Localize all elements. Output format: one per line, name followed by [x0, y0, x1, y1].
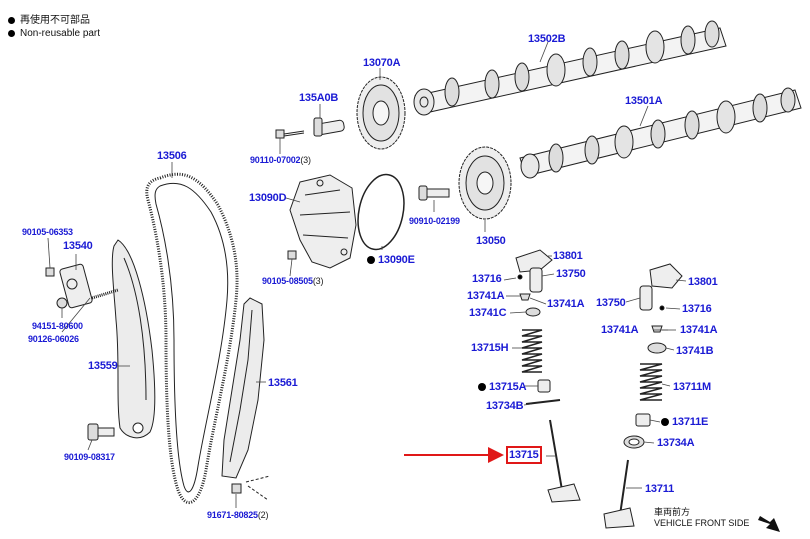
non-reusable-bullet-icon	[367, 256, 375, 264]
non-reusable-bullet-icon	[661, 418, 669, 426]
part-13711m[interactable]: 13711M	[673, 381, 711, 393]
bolt-90110	[275, 129, 305, 139]
part-13741b[interactable]: 13741B	[676, 345, 714, 357]
part-135a0b[interactable]: 135A0B	[299, 92, 339, 104]
part-13715-highlighted[interactable]: 13715	[506, 446, 542, 464]
gasket-13090e	[357, 173, 405, 251]
bolt-135a0b	[313, 117, 345, 137]
vehicle-front-en: VEHICLE FRONT SIDE	[654, 518, 750, 528]
part-13741a-right-2[interactable]: 13741A	[680, 324, 718, 336]
part-13734a[interactable]: 13734A	[657, 437, 695, 449]
part-91671-80825[interactable]: 91671-80825(2)	[207, 510, 269, 520]
vehicle-front-note: 車両前方 VEHICLE FRONT SIDE	[654, 507, 749, 529]
part-13050[interactable]: 13050	[476, 235, 506, 247]
part-13734b[interactable]: 13734B	[486, 400, 524, 412]
part-13561[interactable]: 13561	[268, 377, 298, 389]
part-13750-left[interactable]: 13750	[556, 268, 586, 280]
part-13090d[interactable]: 13090D	[249, 192, 287, 204]
bullet-icon	[8, 29, 15, 37]
part-13711e[interactable]: 13711E	[661, 416, 708, 428]
part-90110-07002[interactable]: 90110-07002(3)	[250, 155, 311, 165]
part-13741c[interactable]: 13741C	[469, 307, 507, 319]
part-13741a-left-2[interactable]: 13741A	[547, 298, 585, 310]
legend-bullet-jp: 再使用不可部品	[8, 14, 100, 27]
legend-bullet-en: Non-reusable part	[8, 27, 100, 40]
part-13559[interactable]: 13559	[88, 360, 118, 372]
non-reusable-bullet-icon	[478, 383, 486, 391]
part-13801-left[interactable]: 13801	[553, 250, 583, 262]
part-13801-right[interactable]: 13801	[688, 276, 718, 288]
part-13716-right[interactable]: 13716	[682, 303, 712, 315]
part-90126-06026[interactable]: 90126-06026	[28, 334, 79, 344]
part-90105-08505[interactable]: 90105-08505(3)	[262, 276, 324, 286]
part-13070a[interactable]: 13070A	[363, 57, 401, 69]
part-13502b[interactable]: 13502B	[528, 33, 566, 45]
part-13715h[interactable]: 13715H	[471, 342, 509, 354]
part-13501a[interactable]: 13501A	[625, 95, 663, 107]
part-13540[interactable]: 13540	[63, 240, 93, 252]
chain-guide-13561	[221, 297, 265, 479]
bolt-90105-06353	[45, 267, 55, 277]
bullet-icon	[8, 16, 15, 24]
part-13711[interactable]: 13711	[645, 483, 674, 495]
part-13741a-right-1[interactable]: 13741A	[601, 324, 639, 336]
part-13716-left[interactable]: 13716	[472, 273, 502, 285]
right-valve-assembly	[603, 263, 683, 529]
cam-timing-gear-13070a	[356, 76, 406, 150]
oil-control-valve-13090d	[289, 174, 357, 269]
part-90109-08317[interactable]: 90109-08317	[64, 452, 115, 462]
chain-tensioner-13540	[59, 263, 93, 309]
legend: 再使用不可部品 Non-reusable part	[8, 14, 100, 40]
bolt-90910	[418, 185, 450, 201]
part-13506[interactable]: 13506	[157, 150, 187, 162]
part-13741a-left-1[interactable]: 13741A	[467, 290, 505, 302]
part-90105-06353[interactable]: 90105-06353	[22, 227, 73, 237]
bolt-91671	[231, 483, 242, 494]
part-13090e[interactable]: 13090E	[367, 254, 415, 266]
part-90910-02199[interactable]: 90910-02199	[409, 216, 460, 226]
chain-slipper-13559	[111, 239, 156, 439]
camshaft-13501a	[519, 87, 802, 179]
camshaft-13502b	[413, 20, 727, 116]
washer-94151	[56, 297, 68, 309]
bolt-90109	[87, 423, 115, 441]
bolt-90105-08505	[287, 250, 297, 260]
part-94151-80600[interactable]: 94151-80600	[32, 321, 83, 331]
left-valve-assembly	[515, 249, 581, 503]
part-13750-right[interactable]: 13750	[596, 297, 626, 309]
cam-timing-gear-13050	[458, 146, 512, 220]
stud-90126	[91, 288, 119, 300]
part-13715a[interactable]: 13715A	[478, 381, 527, 393]
vehicle-front-jp: 車両前方	[654, 507, 691, 517]
vehicle-front-arrow	[758, 516, 780, 532]
